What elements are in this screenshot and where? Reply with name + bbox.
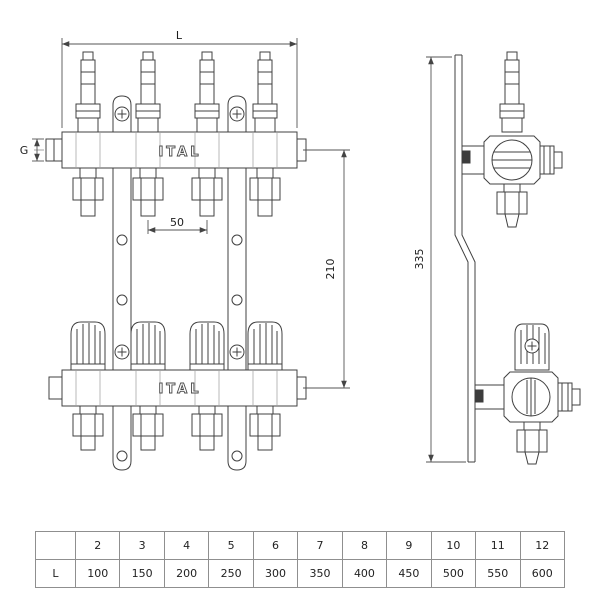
dimension-height-210: 210 [303, 149, 350, 389]
table-cell: 9 [386, 531, 432, 560]
table-row-outputs: 2 3 4 5 6 7 8 9 10 11 12 [35, 531, 566, 560]
outlet-fitting [191, 167, 223, 217]
table-cell: 600 [519, 559, 566, 588]
dimension-length-L: L [61, 29, 298, 128]
table-cell: 8 [341, 531, 388, 560]
side-valve-bottom [474, 323, 581, 465]
outlet-fitting [132, 167, 164, 217]
bottom-manifold-bar: ITAL [48, 369, 307, 407]
flow-meter [194, 51, 220, 133]
manifold-technical-drawing: ITAL ITAL [20, 29, 581, 471]
dimension-label-bracket: 335 [413, 249, 426, 270]
inlet-fitting [132, 405, 164, 451]
screw-icon [229, 344, 245, 360]
dimension-bracket-335: 335 [413, 56, 466, 463]
inlet-fitting [191, 405, 223, 451]
brand-mark: ITAL [158, 382, 201, 397]
table-cell: 4 [163, 531, 210, 560]
table-cell: 300 [252, 559, 299, 588]
dimension-label-spacing: 50 [170, 216, 184, 229]
dimension-spacing-50: 50 [147, 216, 208, 234]
table-cell: 2 [74, 531, 121, 560]
table-cell: 350 [297, 559, 343, 588]
table-cell: 400 [341, 559, 388, 588]
table-cell: 12 [519, 531, 566, 560]
table-cell: 6 [252, 531, 299, 560]
flow-meter [499, 51, 525, 133]
dimension-label-thread: G [20, 144, 29, 157]
brand-mark: ITAL [158, 145, 201, 160]
screw-icon [524, 338, 540, 354]
dimension-thread-G: G [20, 138, 44, 162]
outlet-fitting [249, 167, 281, 217]
flow-meter [252, 51, 278, 133]
table-corner-cell [35, 531, 76, 560]
table-cell: 150 [119, 559, 165, 588]
valve-cap [247, 321, 283, 371]
side-valve-top [461, 51, 563, 228]
screw-icon [114, 344, 130, 360]
dimension-label-height: 210 [324, 259, 337, 280]
table-cell: 11 [475, 531, 521, 560]
table-cell: 100 [74, 559, 121, 588]
table-row-header: L [35, 559, 76, 588]
outlet-fitting [72, 167, 104, 217]
valve-cap [189, 321, 225, 371]
table-cell: 200 [163, 559, 210, 588]
table-cell: 10 [430, 531, 477, 560]
flow-meter [75, 51, 101, 133]
table-row-lengths: L 100 150 200 250 300 350 400 450 500 55… [35, 559, 566, 588]
side-view [454, 51, 581, 465]
front-view: ITAL ITAL [34, 51, 307, 471]
size-table: 2 3 4 5 6 7 8 9 10 11 12 L 100 150 200 2… [35, 531, 566, 588]
wall-bracket-plate [454, 54, 476, 463]
table-cell: 500 [430, 559, 477, 588]
table-cell: 450 [386, 559, 432, 588]
table-cell: 7 [297, 531, 343, 560]
dimension-label-length: L [176, 29, 183, 42]
inlet-fitting [72, 405, 104, 451]
valve-cap [70, 321, 106, 371]
table-cell: 5 [208, 531, 254, 560]
top-manifold-bar: ITAL [34, 131, 307, 169]
table-cell: 550 [475, 559, 521, 588]
screw-icon [114, 106, 130, 122]
table-cell: 250 [208, 559, 254, 588]
inlet-fitting [249, 405, 281, 451]
flow-meter [135, 51, 161, 133]
table-cell: 3 [119, 531, 165, 560]
screw-icon [229, 106, 245, 122]
valve-cap [130, 321, 166, 371]
